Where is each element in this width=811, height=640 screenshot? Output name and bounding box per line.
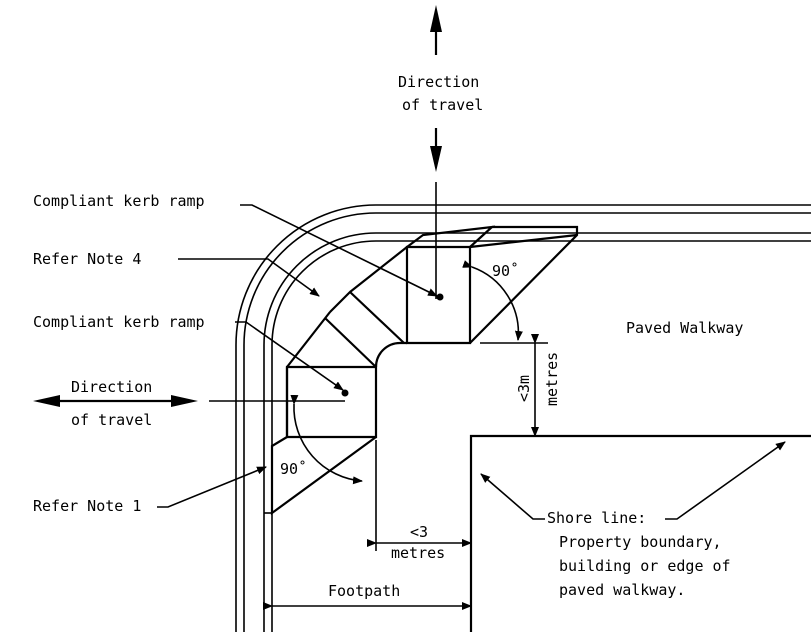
property-boundary — [469, 434, 811, 632]
top-direction-label-2: of travel — [402, 96, 483, 114]
upper-ramp-flare-left — [406, 225, 496, 248]
lower-ramp-center-dot — [341, 389, 349, 397]
dim-vert-label-1: <3m — [515, 375, 533, 402]
ramp-lower-label: Compliant kerb ramp — [33, 313, 205, 331]
upper-angle-arc — [462, 260, 523, 341]
upper-ramp-flare-right — [469, 225, 579, 344]
lower-ramp-box — [285, 365, 378, 439]
dim-vert-label-2: metres — [543, 352, 561, 406]
upper-angle-label: 90˚ — [492, 262, 519, 280]
note4-leader — [178, 258, 320, 297]
shore-label-3: building or edge of — [559, 557, 731, 575]
note1-label: Refer Note 1 — [33, 497, 141, 515]
footpath-label: Footpath — [328, 582, 400, 600]
note1-leader — [157, 466, 267, 508]
upper-ramp-center-dot — [436, 293, 444, 301]
corner-blend — [374, 341, 407, 368]
shore-label-1: Shore line: — [547, 509, 646, 527]
kerb-line-2 — [243, 212, 811, 632]
top-arrowhead-down — [430, 146, 442, 172]
dim-horz-label-1: <3 — [410, 523, 428, 541]
shore-leader-left — [480, 473, 545, 520]
paved-walkway-label: Paved Walkway — [626, 319, 743, 337]
left-arrowhead-left — [33, 395, 60, 407]
lower-angle-arc — [290, 394, 363, 485]
ramp-upper-label: Compliant kerb ramp — [33, 192, 205, 210]
left-arrowhead-right — [171, 395, 198, 407]
upper-ramp-flare-edge — [469, 233, 578, 249]
shore-label-4: paved walkway. — [559, 581, 685, 599]
left-direction-label-2: of travel — [71, 411, 152, 429]
ramp-upper-leader — [240, 204, 438, 297]
top-arrowhead-up — [430, 5, 442, 32]
ramp-lower-leader — [235, 321, 344, 391]
left-direction-label-1: Direction — [71, 378, 152, 396]
top-direction-label-1: Direction — [398, 73, 479, 91]
dim-horz-label-2: metres — [391, 544, 445, 562]
central-segment — [286, 246, 408, 368]
shore-leader-right — [665, 441, 786, 520]
kerb-line-4 — [271, 240, 811, 632]
shore-label-2: Property boundary, — [559, 533, 722, 551]
lower-angle-label: 90˚ — [280, 460, 307, 478]
kerb-line-3 — [263, 232, 811, 632]
note4-label: Refer Note 4 — [33, 250, 141, 268]
